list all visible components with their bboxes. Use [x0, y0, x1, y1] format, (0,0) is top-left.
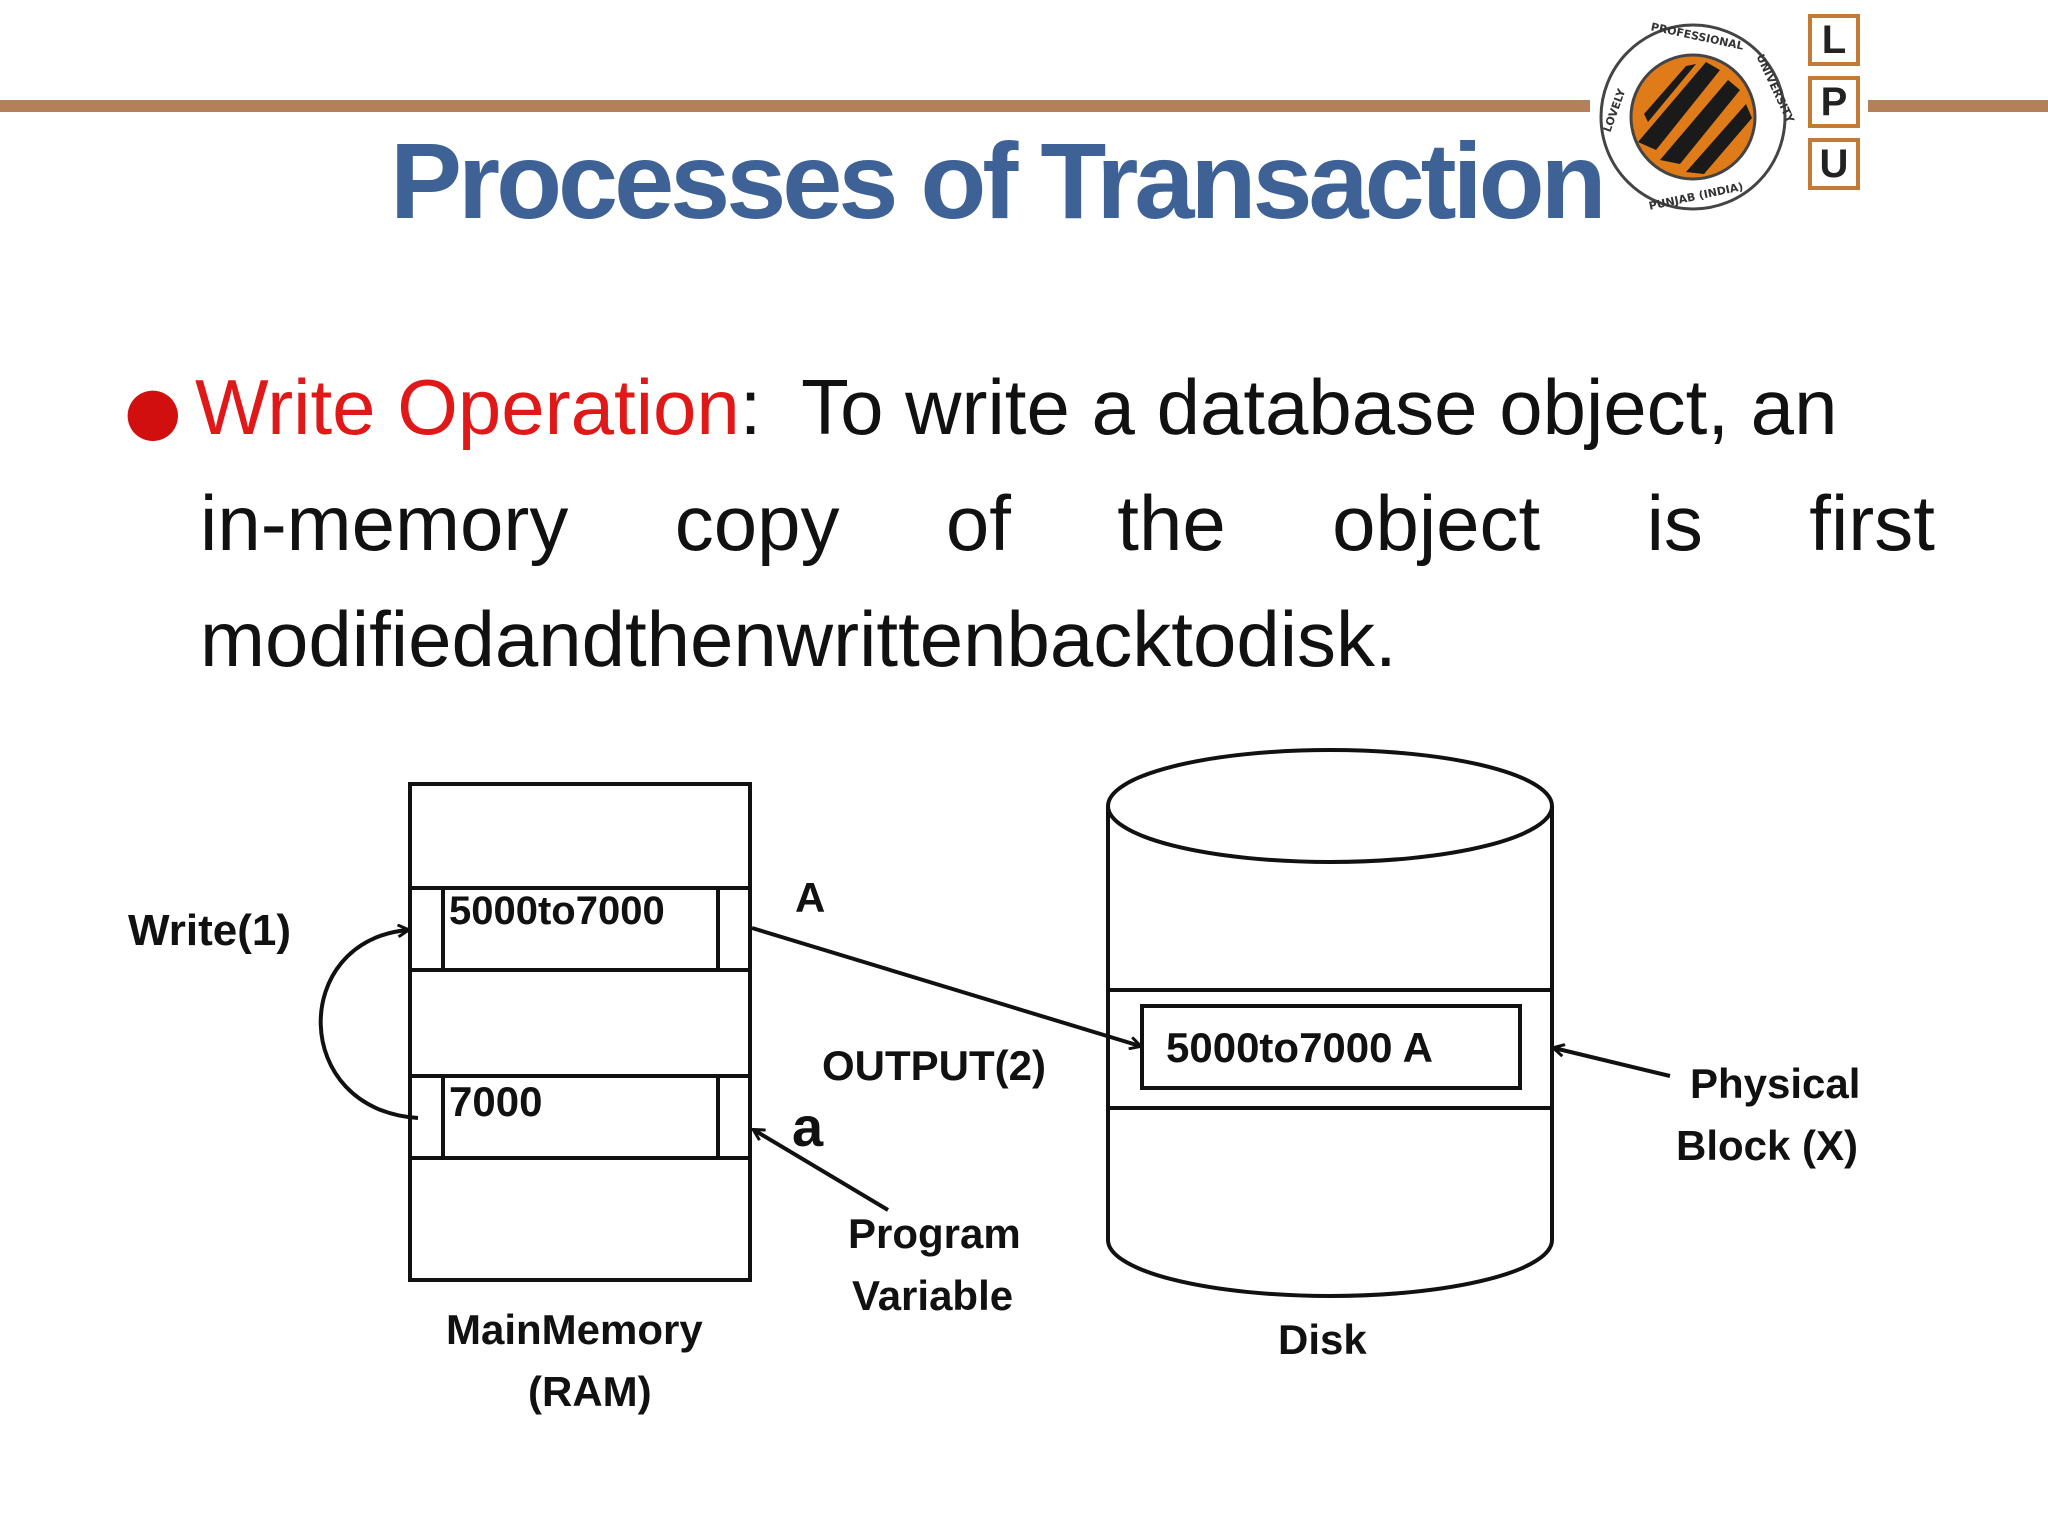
- label-capital-a: A: [795, 874, 826, 921]
- bullet-dot-icon: ●: [124, 372, 182, 449]
- write-curve-arrow: [318, 930, 419, 1120]
- bullet-word: is: [1646, 479, 1703, 567]
- bullet-line-3: modifiedandthenwrittenbacktodisk.: [200, 595, 1397, 683]
- university-logo: PROFESSIONAL LOVELY UNIVERSITY PUNJAB (I…: [1598, 20, 1797, 213]
- bullet-word: in-memory: [200, 479, 569, 567]
- logo-letter-l: L: [1808, 14, 1860, 66]
- output-label: OUTPUT(2): [822, 1042, 1046, 1089]
- bullet-colon: :: [739, 363, 762, 451]
- bullet-line-2: in-memory copy of the object is first: [200, 478, 1935, 569]
- bullet-word: copy: [674, 479, 840, 567]
- logo-letter-u: U: [1808, 138, 1860, 190]
- bullet-word: the: [1117, 479, 1226, 567]
- memory-cell-a-text: 5000to7000: [449, 889, 665, 933]
- physical-block-line-2: Block (X): [1676, 1122, 1859, 1169]
- disk-block-box: [1140, 1004, 1522, 1090]
- header-rule-left: [0, 100, 1590, 112]
- program-variable-line-1: Program: [848, 1210, 1021, 1257]
- disk-block-text: 5000to7000 A: [1166, 1024, 1433, 1071]
- slide-title: Processes of Transaction: [390, 120, 1607, 241]
- bullet-line-1-text: To write a database object, an: [801, 363, 1838, 451]
- header-rule-right: [1868, 100, 2048, 112]
- main-memory-box: [408, 782, 752, 1282]
- write-label: Write(1): [128, 906, 291, 955]
- program-variable-line-2: Variable: [852, 1272, 1014, 1319]
- bullet-word: object: [1332, 479, 1541, 567]
- bullet-term: Write Operation: [195, 363, 740, 451]
- bullet-word: first: [1809, 479, 1935, 567]
- logo-letter-p: P: [1808, 76, 1860, 128]
- program-variable-arrow: [754, 1130, 890, 1212]
- physical-block-arrow: [1554, 1048, 1671, 1078]
- main-memory-label-2: (RAM): [528, 1368, 652, 1415]
- label-small-a: a: [792, 1095, 824, 1158]
- logo-seal-icon: [1599, 23, 1787, 211]
- disk-top: [1106, 748, 1554, 864]
- physical-block-line-1: Physical: [1690, 1060, 1861, 1107]
- output-arrow: [751, 926, 1140, 1046]
- bullet-word: of: [945, 479, 1011, 567]
- bullet-line-1: Write Operation: To write a database obj…: [195, 362, 1837, 453]
- main-memory-label-1: MainMemory: [446, 1306, 703, 1353]
- memory-cell-var-text: 7000: [449, 1078, 543, 1125]
- disk-cylinder: [1106, 806, 1554, 1298]
- disk-label: Disk: [1278, 1316, 1367, 1363]
